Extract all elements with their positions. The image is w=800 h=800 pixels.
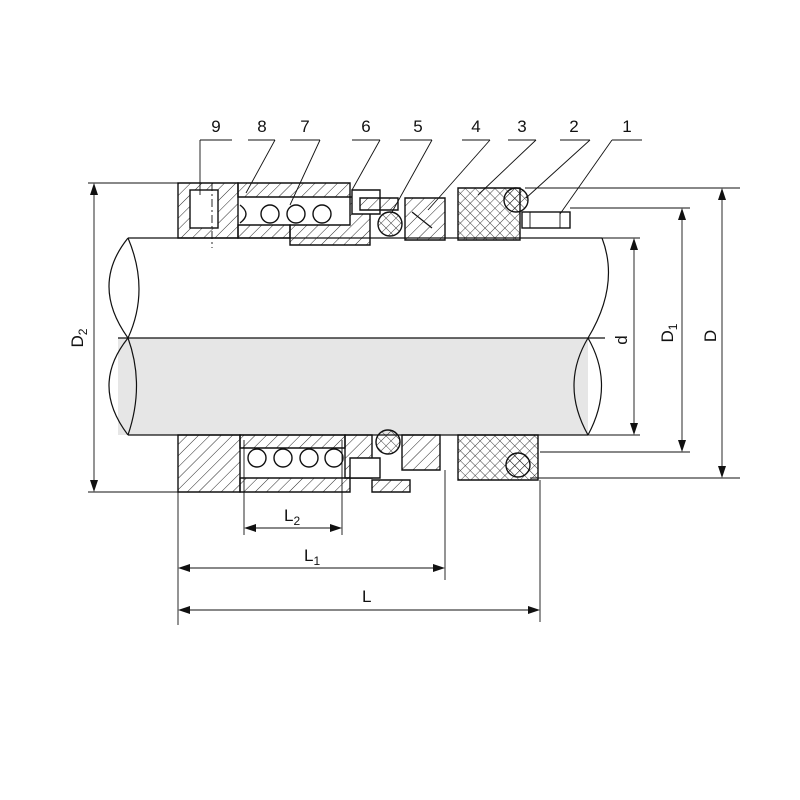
springs-lower (247, 448, 344, 468)
spring-housing-top (237, 182, 351, 198)
dimension-lines (88, 182, 740, 625)
shaft (108, 237, 610, 436)
part-label-3: 3 (517, 117, 526, 136)
drive-collar-lower (177, 434, 241, 493)
dim-label-D1: D1 (658, 323, 680, 342)
lower-seal-section (177, 429, 539, 493)
o-ring-2 (503, 187, 529, 213)
dimension-labels: D2 d D1 D L2 L1 L (68, 323, 720, 606)
set-screw-9 (189, 189, 219, 229)
dim-label-D: D (701, 330, 720, 342)
dim-label-L: L (362, 587, 371, 606)
part-label-5: 5 (413, 117, 422, 136)
dim-label-d: d (612, 335, 631, 344)
anti-rotation-pin-1 (521, 211, 571, 229)
springs-7 (239, 204, 332, 224)
part-label-8: 8 (257, 117, 266, 136)
o-ring-5 (377, 211, 403, 237)
dim-label-D2: D2 (68, 328, 90, 347)
part-label-2: 2 (569, 117, 578, 136)
part-label-9: 9 (211, 117, 220, 136)
dim-label-L1: L1 (304, 546, 320, 568)
shaft-upper-half (118, 238, 588, 338)
upper-seal-section (177, 182, 571, 248)
rotating-face-4 (404, 197, 446, 241)
part-label-4: 4 (471, 117, 480, 136)
dim-label-L2: L2 (284, 506, 300, 528)
shaft-lower-half (118, 338, 588, 435)
part-label-1: 1 (622, 117, 631, 136)
part-label-6: 6 (361, 117, 370, 136)
part-label-7: 7 (300, 117, 309, 136)
part-number-labels: 9 8 7 6 5 4 3 2 1 (211, 117, 631, 136)
